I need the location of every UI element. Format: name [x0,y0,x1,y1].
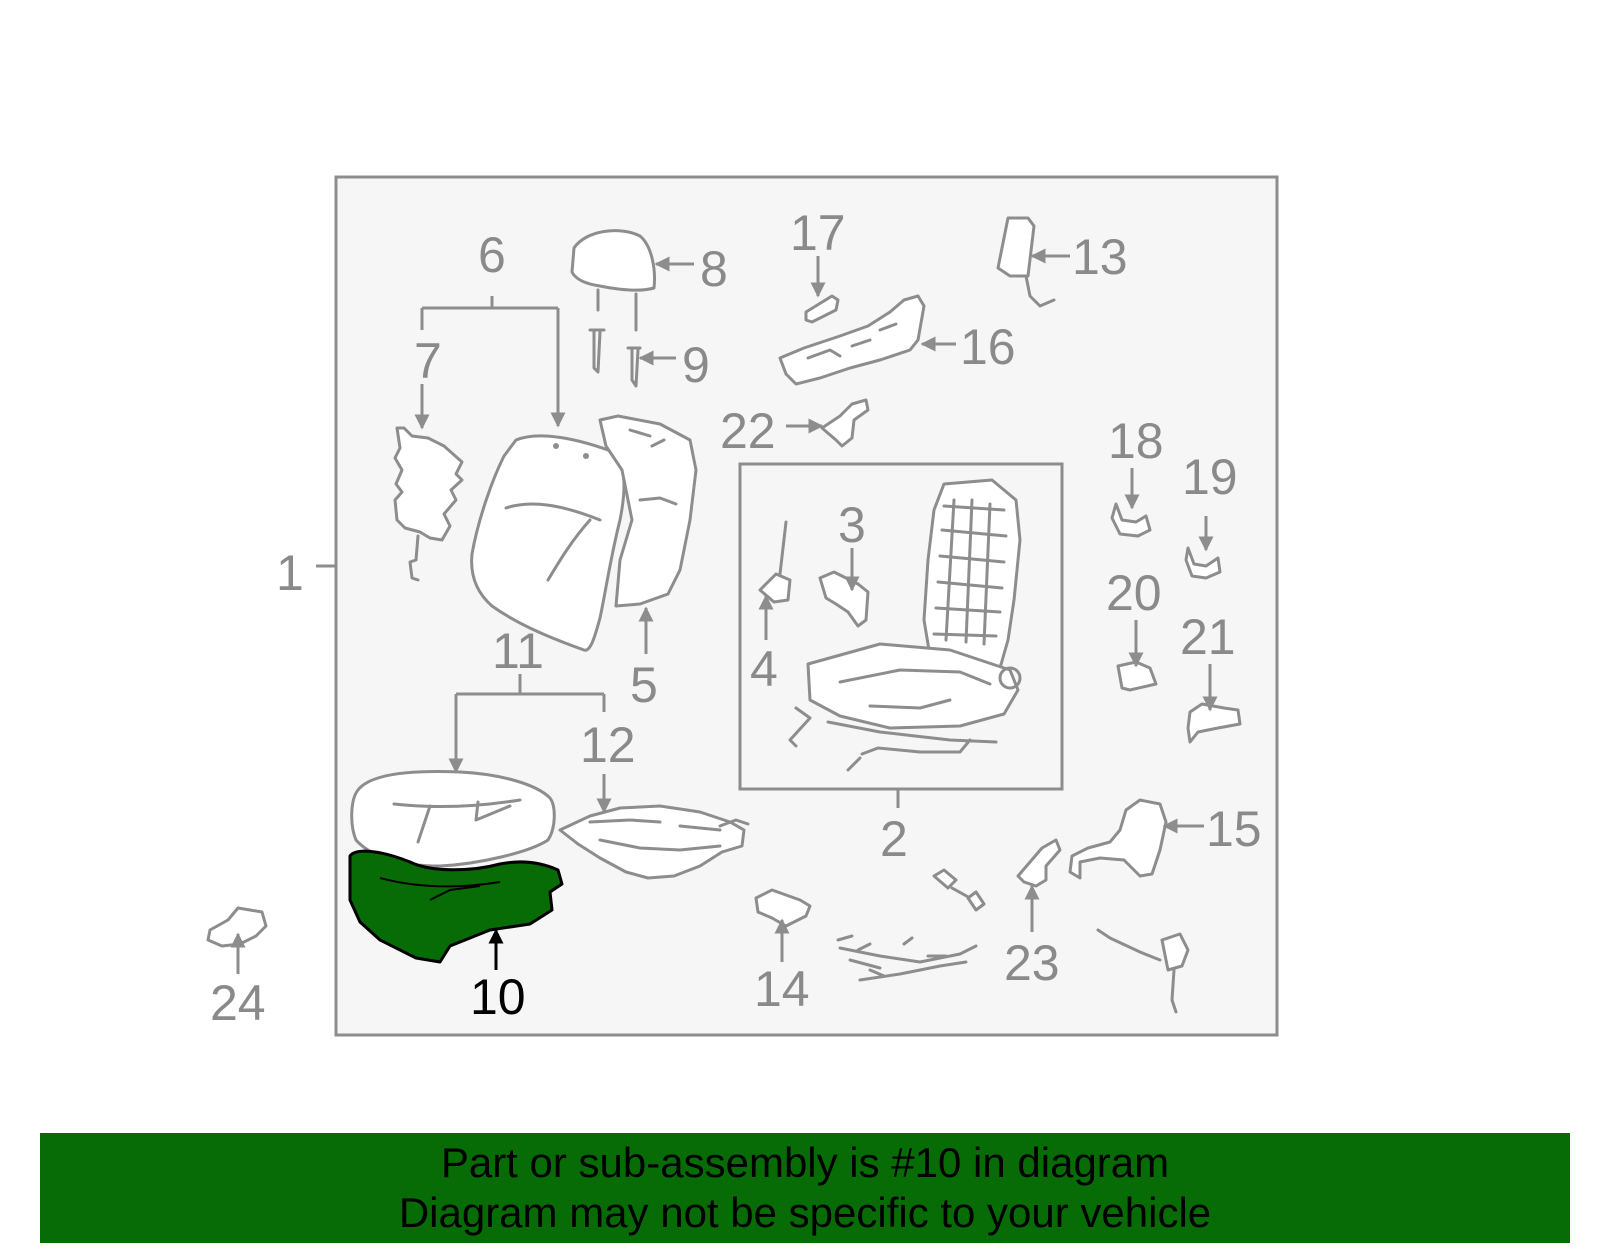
callout-9: 9 [682,337,710,393]
footer-line-disclaimer: Diagram may not be specific to your vehi… [398,1189,1212,1236]
callout-14: 14 [754,961,810,1017]
callout-12: 12 [580,717,636,773]
callout-15: 15 [1206,801,1262,857]
footer-line-part-number: Part or sub-assembly is #10 in diagram [440,1139,1170,1186]
part-5-seatback-cover[interactable] [598,414,698,608]
part-2-seat-frame[interactable] [788,478,1022,772]
part-6-seatback-cushion[interactable] [470,434,626,652]
part-13-switch[interactable] [996,216,1056,308]
callout-18: 18 [1108,413,1164,469]
callout-8: 8 [700,241,728,297]
part-8-headrest[interactable] [570,229,656,332]
part-22-bracket[interactable] [820,398,870,448]
callout-11: 11 [492,623,544,679]
callout-24: 24 [210,975,266,1031]
callout-4: 4 [750,641,778,697]
part-24-bracket[interactable] [206,906,268,948]
callout-19: 19 [1182,449,1238,505]
footer-banner: Part or sub-assembly is #10 in diagram D… [40,1133,1570,1243]
callout-10: 10 [470,969,526,1025]
seat-frame-subframe [738,462,1064,791]
callout-22: 22 [720,403,776,459]
part-7-seatback-pad[interactable] [393,426,464,582]
callout-6: 6 [478,227,506,283]
seat-belt-buckle[interactable] [1096,928,1190,1014]
callout-3: 3 [838,497,866,553]
wire-harness[interactable] [836,934,978,982]
leader-6 [420,296,558,426]
callout-16: 16 [960,319,1016,375]
callout-2: 2 [880,811,908,867]
part-14-cover[interactable] [754,888,812,928]
part-11-cushion-cover[interactable] [350,770,556,868]
callout-21: 21 [1180,609,1236,665]
part-18-clip[interactable] [1110,502,1152,538]
part-16-side-shield[interactable] [778,294,926,386]
callout-17: 17 [790,205,846,261]
callout-5: 5 [630,657,658,713]
callout-23: 23 [1004,935,1060,991]
wire-connector[interactable] [932,868,986,912]
callout-7: 7 [414,333,442,389]
part-15-side-airbag[interactable] [1068,798,1168,880]
callout-1: 1 [276,545,304,601]
callout-13: 13 [1072,229,1128,285]
part-12-seat-heater[interactable] [558,804,750,880]
part-23-bracket[interactable] [1016,838,1062,888]
part-19-clip[interactable] [1184,546,1222,580]
leader-11 [456,674,606,772]
part-10-cushion-pad[interactable] [348,849,564,964]
part-17-knob[interactable] [804,294,840,324]
callout-20: 20 [1106,565,1162,621]
part-9-headrest-guide[interactable] [588,328,642,388]
